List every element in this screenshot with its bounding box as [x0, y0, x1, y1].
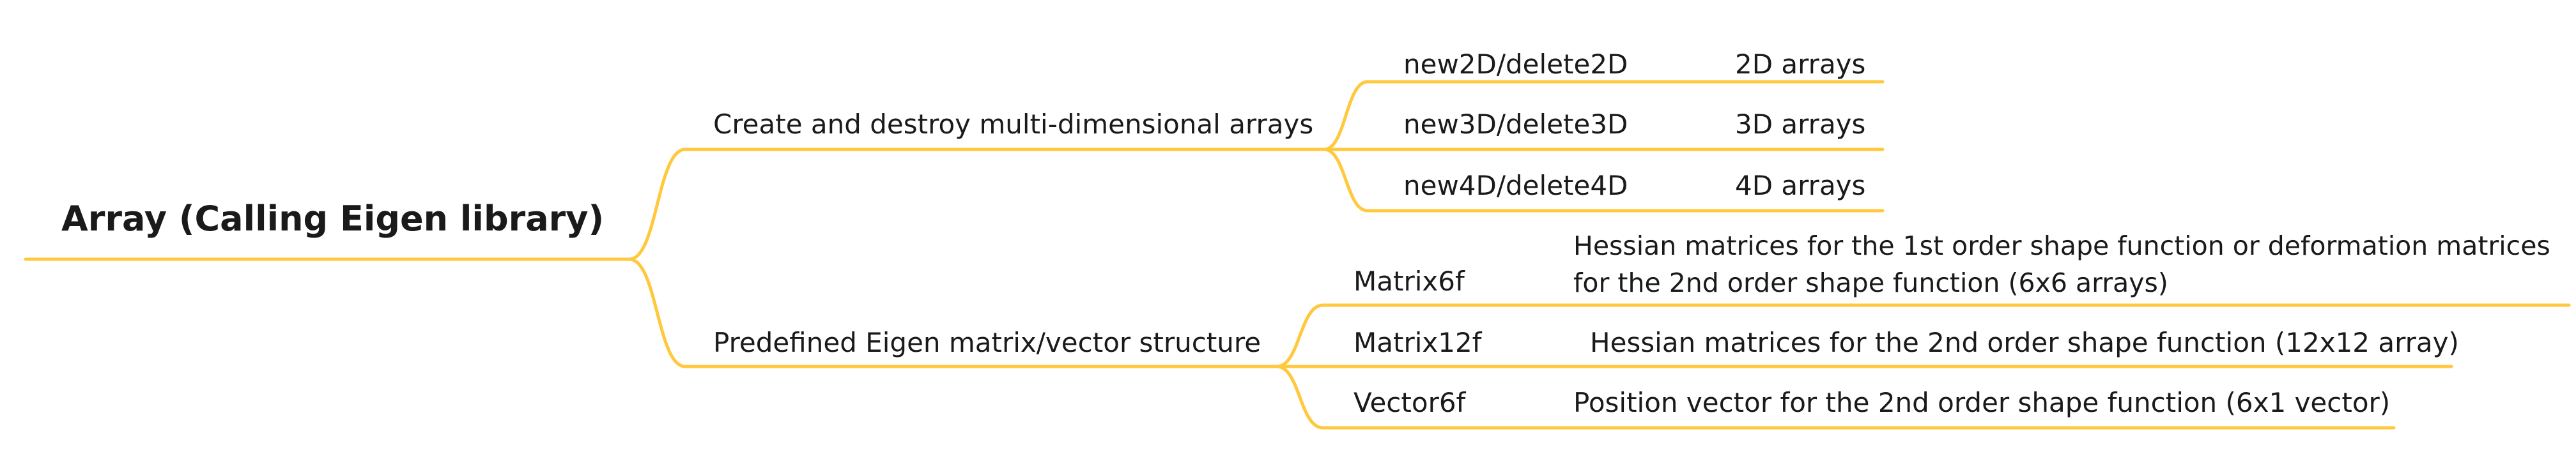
- leaf-matrix6f-desc-line-2: for the 2nd order shape function (6x6 ar…: [1573, 268, 2168, 298]
- leaf-vector6f-connector: [1275, 365, 2396, 430]
- branch-create-destroy-connector: [628, 147, 1326, 261]
- leaf-new2d-connector: [1322, 80, 1885, 151]
- leaf-new4d-name: new4D/delete4D: [1403, 170, 1628, 201]
- leaf-new3d-desc: 3D arrays: [1735, 109, 1866, 140]
- branch-eigen-structure-connector: [628, 257, 1279, 368]
- leaf-matrix6f-desc-line-1: Hessian matrices for the 1st order shape…: [1573, 230, 2550, 261]
- leaf-new2d-desc: 2D arrays: [1735, 49, 1866, 80]
- root-node-label: Array (Calling Eigen library): [61, 199, 605, 239]
- leaf-matrix6f-desc: Hessian matrices for the 1st order shape…: [1573, 227, 2557, 301]
- leaf-new3d-name: new3D/delete3D: [1403, 109, 1628, 140]
- leaf-matrix6f-name: Matrix6f: [1354, 266, 1465, 297]
- leaf-vector6f-name: Vector6f: [1354, 387, 1466, 418]
- branch-create-destroy-label: Create and destroy multi-dimensional arr…: [713, 109, 1314, 140]
- leaf-new4d-desc: 4D arrays: [1735, 170, 1866, 201]
- leaf-matrix6f-connector: [1275, 303, 2571, 368]
- leaf-vector6f-desc: Position vector for the 2nd order shape …: [1573, 387, 2391, 418]
- leaf-new4d-connector: [1322, 147, 1885, 213]
- leaf-matrix12f-desc: Hessian matrices for the 2nd order shape…: [1590, 327, 2459, 358]
- leaf-new2d-name: new2D/delete2D: [1403, 49, 1628, 80]
- leaf-matrix12f-name: Matrix12f: [1354, 327, 1482, 358]
- branch-eigen-structure-label: Predefined Eigen matrix/vector structure: [713, 327, 1261, 358]
